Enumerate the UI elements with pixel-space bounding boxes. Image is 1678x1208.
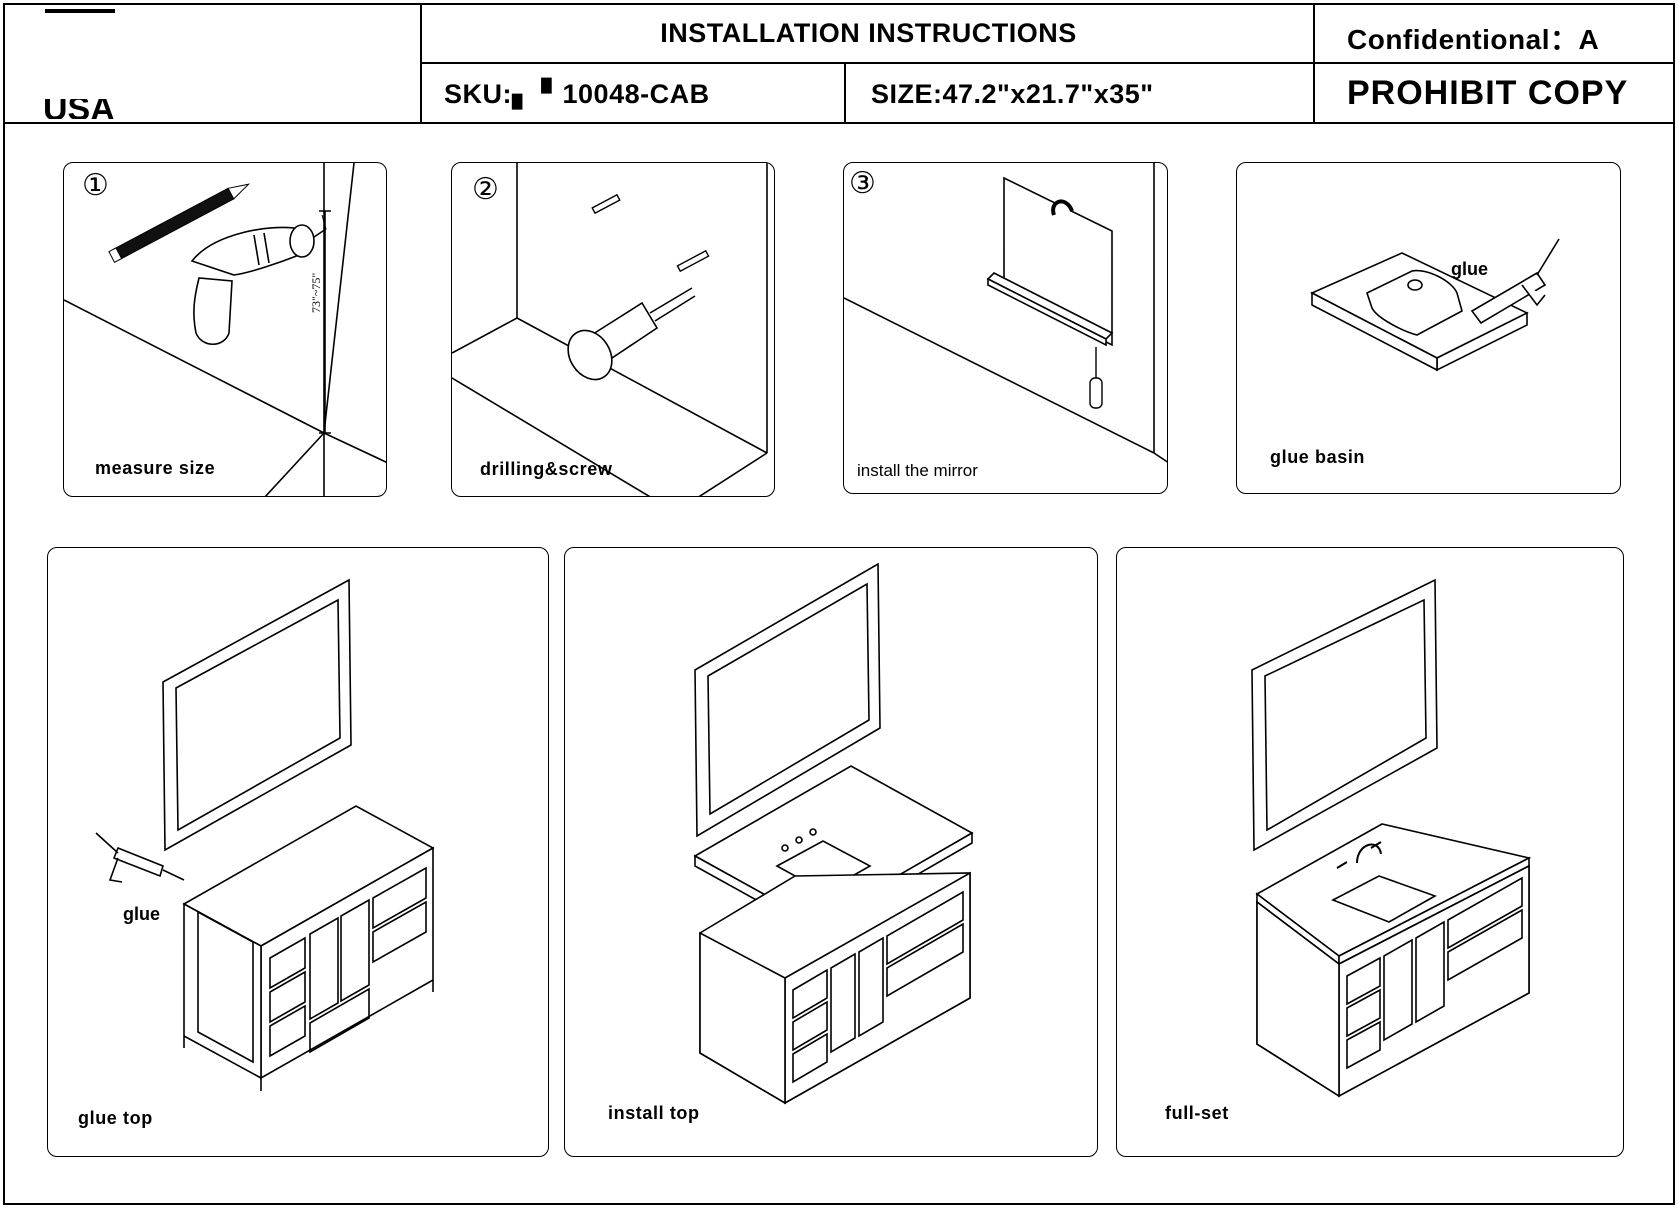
step-panel-drilling: ② drilling&screw [451,162,775,497]
drill-icon [190,214,327,346]
title-cell: INSTALLATION INSTRUCTIONS [422,5,1315,64]
install-top-illustration [693,562,974,1105]
countertop-icon [1255,823,1532,966]
step-panel-install-top: install top [564,547,1098,1157]
logo-text-fragment: USA [43,99,115,119]
measure-label: 73"~75" [309,272,323,313]
mirror-frame-icon [694,562,881,838]
mirror-bracket-icon [986,272,1114,347]
measure-illustration [64,163,386,496]
full-set-illustration [1251,578,1532,1098]
step-panel-mirror: ③ install the mirror [843,162,1168,494]
mirror-frame-icon [1251,578,1438,852]
size-text: SIZE:47.2"x21.7"x35" [871,79,1154,109]
step-number: ② [472,172,499,207]
confidential-label: Confidentional：A [1347,24,1600,55]
confidential-cell: Confidentional：A [1315,5,1675,64]
logo-mark [45,9,115,13]
size-cell: SIZE:47.2"x21.7"x35" [846,64,1315,124]
wall-anchor-icon [591,193,710,273]
prohibit-cell: PROHIBIT COPY [1315,64,1675,124]
step-caption: measure size [95,458,216,478]
basin-icon [1366,269,1463,336]
glue-basin-illustration [1310,238,1560,372]
glue-annotation: glue [1451,259,1489,279]
step-panel-glue-top: glue glue top [47,547,549,1157]
step-panel-measure: ① 73"~75" measure size [63,162,387,497]
step-caption: drilling&screw [480,459,613,479]
mirror-frame-icon [162,578,352,852]
screwdriver-icon [1089,347,1103,409]
step-panel-full-set: full-set [1116,547,1624,1157]
mirror-illustration [844,163,1167,463]
glue-gun-icon [1470,238,1560,325]
step-caption: glue basin [1270,447,1366,467]
logo-cell: USA [5,5,422,124]
step-caption: full-set [1165,1103,1229,1123]
sku-cell: SKU:▖ ▘10048-CAB [422,64,846,124]
step-caption: install top [608,1103,700,1123]
step-panel-glue-basin: glue glue basin [1236,162,1621,494]
instruction-sheet: USA INSTALLATION INSTRUCTIONS Confidenti… [3,3,1675,1205]
glue-gun-icon [95,832,185,883]
drilling-illustration [452,163,768,496]
vanity-cabinet-icon [699,871,971,1105]
sku-text: SKU:▖ ▘10048-CAB [444,79,710,109]
step-caption: glue top [78,1108,153,1128]
step-number: ③ [849,166,876,201]
vanity-cabinet-icon [182,805,435,1091]
glue-annotation: glue [123,904,161,924]
faucet-icon [1336,841,1382,869]
glue-top-illustration [95,578,435,1091]
step-caption: install the mirror [857,461,978,480]
prohibit-copy-label: PROHIBIT COPY [1347,74,1629,112]
document-title: INSTALLATION INSTRUCTIONS [660,18,1077,48]
vanity-cabinet-icon [1256,864,1530,1098]
step-number: ① [82,168,109,203]
screwdriver-icon [567,287,696,381]
pencil-icon [108,183,251,263]
